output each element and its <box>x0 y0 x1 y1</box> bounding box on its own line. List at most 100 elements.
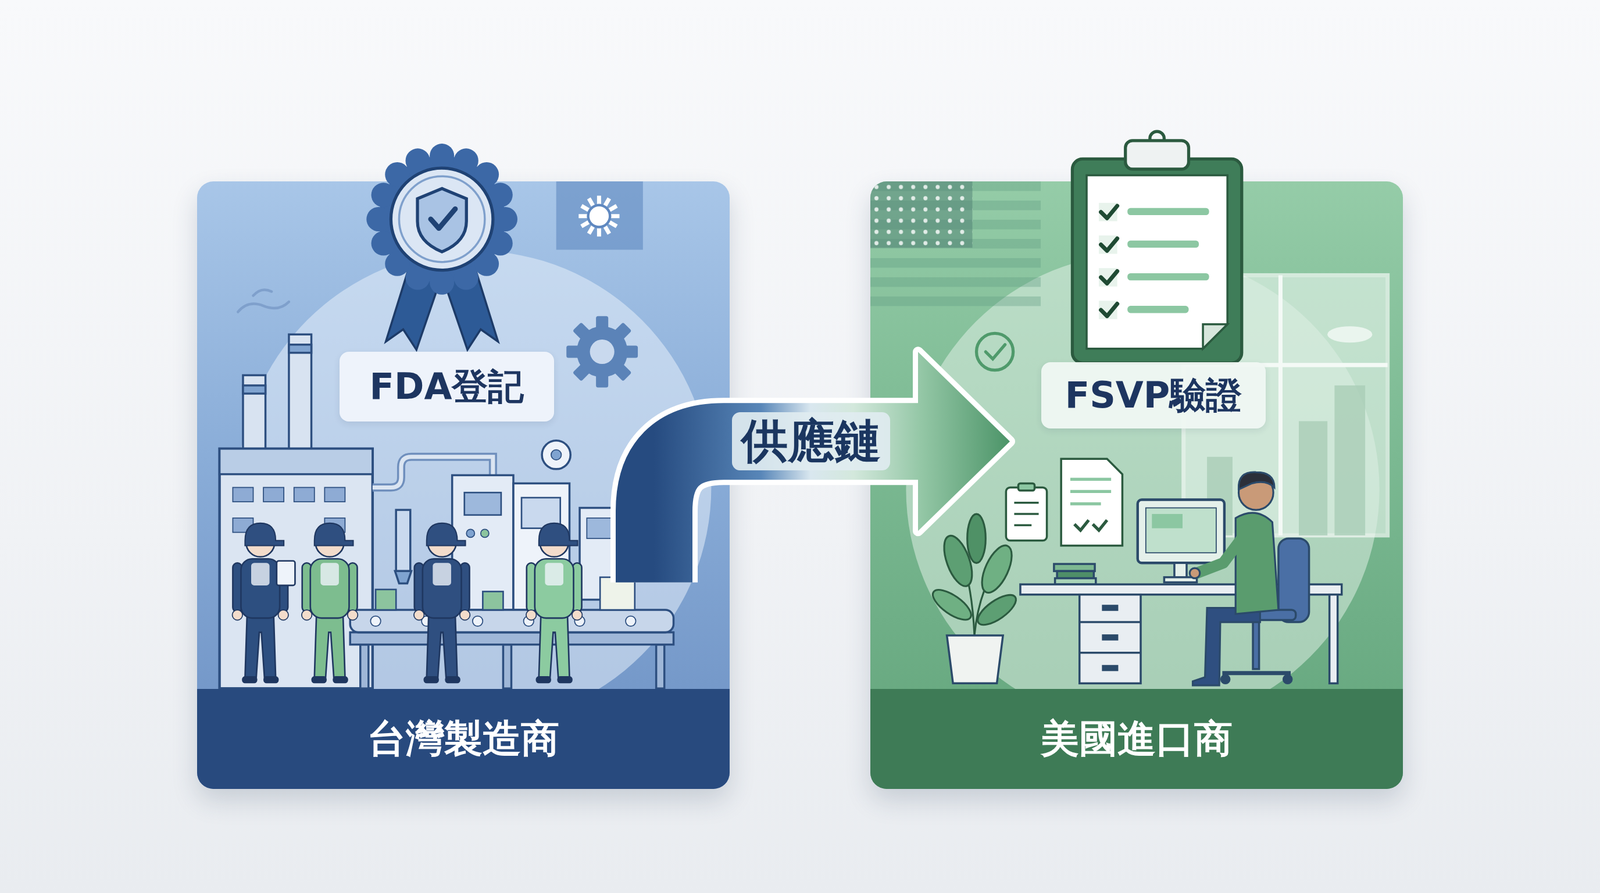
clipboard-icon <box>1098 202 1210 320</box>
potted-plant <box>973 589 1021 631</box>
factory-machine <box>464 492 502 516</box>
office-chair <box>1221 675 1230 684</box>
edge-label: 供應鏈 <box>741 413 881 469</box>
office-chair <box>1283 675 1292 684</box>
clipboard-icon <box>1127 240 1199 248</box>
supply-chain-arrow <box>654 351 1010 582</box>
taiwan-flag-sun <box>578 195 620 237</box>
smoke-wisp <box>253 289 273 296</box>
taiwan-flag-sun <box>588 198 610 234</box>
clipboard-icon <box>1098 268 1118 287</box>
gear-icon <box>576 326 628 378</box>
award-badge <box>366 143 518 350</box>
verification-tag: FSVP驗證 <box>1041 362 1266 429</box>
factory-worker <box>526 523 583 684</box>
conveyor-belt <box>350 632 674 645</box>
arrow-outline <box>918 351 1010 531</box>
arrow-head <box>918 351 1010 531</box>
registration-tag: FDA登記 <box>339 351 555 422</box>
us-flag <box>870 181 1041 306</box>
panel-title: 美國進口商 <box>1040 715 1233 762</box>
worker-tablet <box>276 561 296 586</box>
factory-building <box>294 487 315 502</box>
office-window <box>1334 385 1366 536</box>
document-icon <box>1061 458 1123 546</box>
importer-panel: 美國進口商 FSVP驗證 <box>870 181 1403 789</box>
clipboard-icon <box>1086 175 1228 349</box>
factory-machine <box>586 518 619 539</box>
award-badge <box>429 143 455 169</box>
office-desk <box>1102 666 1118 671</box>
panel-band: 台灣製造商 <box>197 688 730 789</box>
clipboard-icon <box>1127 208 1209 216</box>
award-badge <box>430 208 456 228</box>
office-worker <box>1197 530 1249 574</box>
taiwan-flag-sun <box>586 204 612 229</box>
edge-label-patch: 供應鏈 <box>731 412 891 471</box>
potted-plant <box>928 513 1021 684</box>
us-flag <box>870 181 973 248</box>
office-desk <box>1329 594 1338 684</box>
document-icon <box>1005 487 1047 541</box>
factory-building <box>232 487 253 502</box>
clipboard-icon <box>1072 158 1242 363</box>
office-desk <box>1151 513 1183 529</box>
conveyor-belt <box>370 616 381 627</box>
award-badge <box>429 270 455 295</box>
conveyor-belt <box>472 616 484 627</box>
document-icon <box>1074 520 1089 531</box>
office-worker <box>1193 608 1261 686</box>
factory-worker <box>413 523 471 684</box>
us-flag <box>870 277 1041 287</box>
potted-plant <box>928 584 976 625</box>
us-flag <box>870 181 973 248</box>
document-icon <box>1005 458 1123 546</box>
office-worker <box>1189 568 1200 579</box>
taiwan-flag-sun <box>589 206 609 226</box>
taiwan-flag-sun <box>578 195 620 237</box>
clipboard-icon <box>1202 324 1228 349</box>
conveyor-belt <box>502 644 512 689</box>
office-window <box>1327 326 1373 343</box>
office-desk <box>1102 635 1118 640</box>
gear-icon <box>566 316 638 388</box>
manufacturer-panel: 台灣製造商 FDA登記 <box>197 181 730 789</box>
factory-machine <box>541 440 571 470</box>
document-icon <box>1013 524 1032 527</box>
product-box <box>375 589 396 610</box>
document-icon <box>1013 501 1039 505</box>
clipboard-icon <box>1101 304 1118 317</box>
factory-machine <box>395 509 411 571</box>
document-icon <box>1070 477 1112 481</box>
taiwan-flag-sun <box>581 205 617 227</box>
panel-band: 美國進口商 <box>870 688 1403 789</box>
factory-machine <box>466 529 475 538</box>
office-worker <box>1235 512 1279 614</box>
taiwan-flag-sun <box>581 205 617 227</box>
factory-building <box>263 487 284 502</box>
office-window <box>1298 420 1328 536</box>
document-icon <box>1070 490 1112 494</box>
award-badge <box>417 188 467 252</box>
document-icon <box>1013 512 1039 516</box>
factory-machine <box>551 450 562 461</box>
panel-title: 台灣製造商 <box>367 715 560 762</box>
office-desk <box>1137 500 1225 564</box>
factory-building <box>288 344 312 353</box>
gear-icon <box>590 339 615 364</box>
office-chair <box>1252 618 1260 670</box>
award-badge <box>493 206 518 232</box>
clipboard-icon <box>1098 235 1118 255</box>
worker-tablet <box>276 561 296 586</box>
award-badge <box>366 206 391 232</box>
panel-glow <box>556 181 644 250</box>
factory-building <box>324 487 345 502</box>
office-desk <box>1102 605 1118 610</box>
clipboard-icon <box>1101 270 1118 284</box>
check-circle <box>976 333 1013 370</box>
factory-machine <box>394 570 412 584</box>
product-box <box>482 591 503 610</box>
office-desk <box>1079 651 1141 655</box>
tag-label: FSVP驗證 <box>1065 373 1242 417</box>
office-desk <box>1054 563 1095 571</box>
